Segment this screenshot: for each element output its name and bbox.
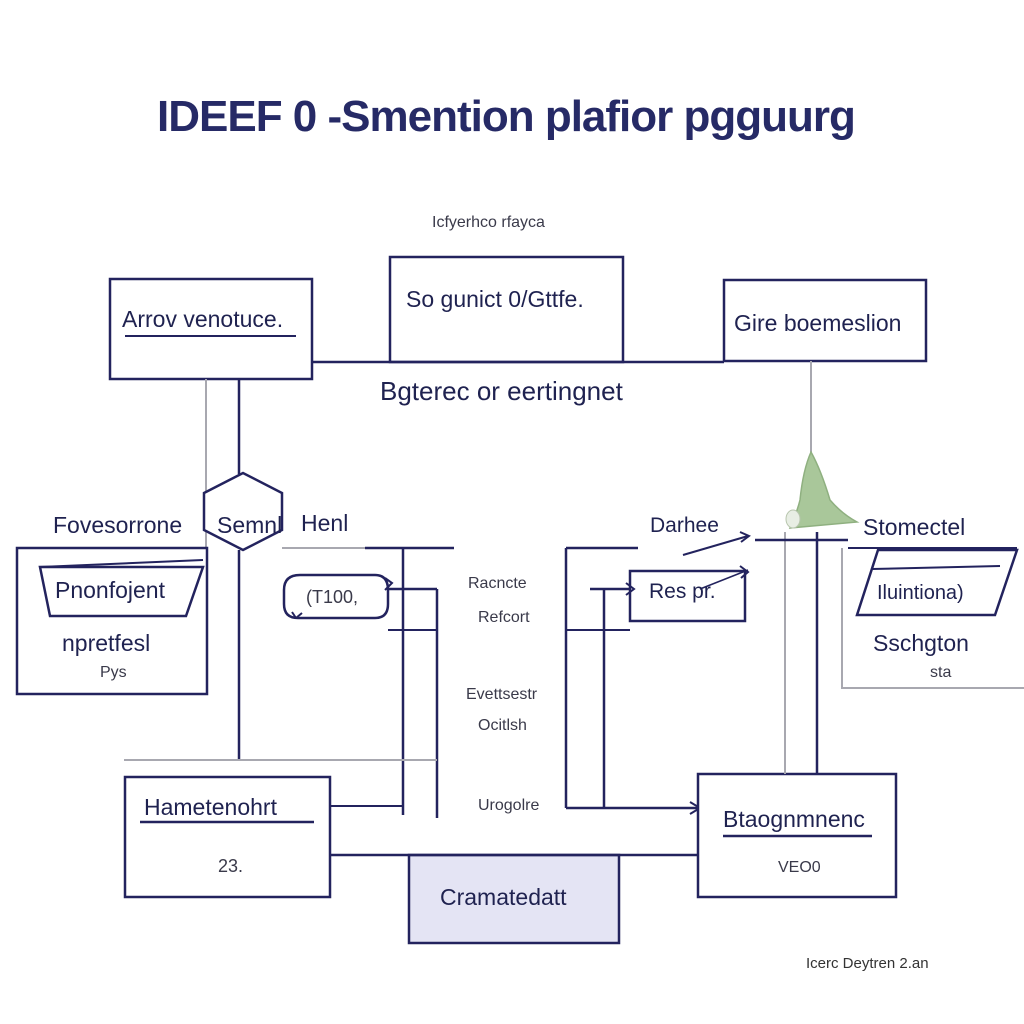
page-title: IDEEF 0 -Smention plafior pgguurg: [157, 92, 856, 141]
box-top-left: [108, 277, 314, 381]
box-bottom-left: [123, 775, 332, 899]
box-bottom-right-title: Btaognmnenc: [723, 806, 865, 832]
top-label: Icfyerhco rfayca: [432, 214, 545, 231]
box-top-left-label: Arrov venotuce.: [122, 306, 284, 332]
right-panel-sub: sta: [930, 664, 952, 681]
right-panel-outer-label: Stomectel: [863, 514, 966, 540]
box-top-center: [388, 255, 625, 364]
mid-label-4: Ocitlsh: [478, 717, 527, 734]
box-top-center-label: So gunict 0/Gttfe.: [406, 286, 584, 312]
hexagon-right-label: Henl: [301, 510, 349, 536]
left-arrow-box-shape: [282, 573, 390, 620]
right-arrow-box-label: Res pr.: [649, 580, 716, 603]
bell-icon: [788, 450, 860, 529]
right-parallelogram-label: Iluintiona): [877, 582, 964, 604]
right-mid-label: Darhee: [650, 514, 719, 537]
left-panel-name: npretfesl: [62, 630, 151, 656]
mid-label-3: Evettsestr: [466, 686, 538, 703]
center-label: Bgterec or eertingnet: [380, 376, 623, 406]
left-parallelogram: [38, 565, 205, 618]
footer-credit: Icerc Deytren 2.an: [806, 955, 929, 972]
hexagon-shape: [202, 471, 284, 552]
left-panel-sub: Pys: [100, 664, 127, 681]
box-top-right: [722, 278, 928, 363]
left-arrow-box-label: (T100,: [306, 587, 359, 607]
mid-label-1: Racncte: [468, 575, 527, 592]
box-top-right-label: Gire boemeslion: [734, 310, 902, 336]
mid-label-2: Refcort: [478, 609, 530, 626]
mid-label-5: Urogolre: [478, 797, 540, 814]
box-bottom-right-value: VEO0: [778, 859, 821, 876]
right-panel-name: Sschgton: [873, 630, 969, 656]
left-panel-box: [15, 546, 209, 696]
hexagon-label: Semnl: [217, 512, 283, 538]
box-bottom-center-label: Cramatedatt: [440, 884, 567, 910]
left-parallelogram-label: Pnonfojent: [55, 577, 165, 603]
box-bottom-left-title: Hametenohrt: [144, 794, 277, 820]
left-panel-outer-label: Fovesorrone: [53, 512, 183, 538]
box-bottom-left-value: 23.: [218, 856, 244, 876]
